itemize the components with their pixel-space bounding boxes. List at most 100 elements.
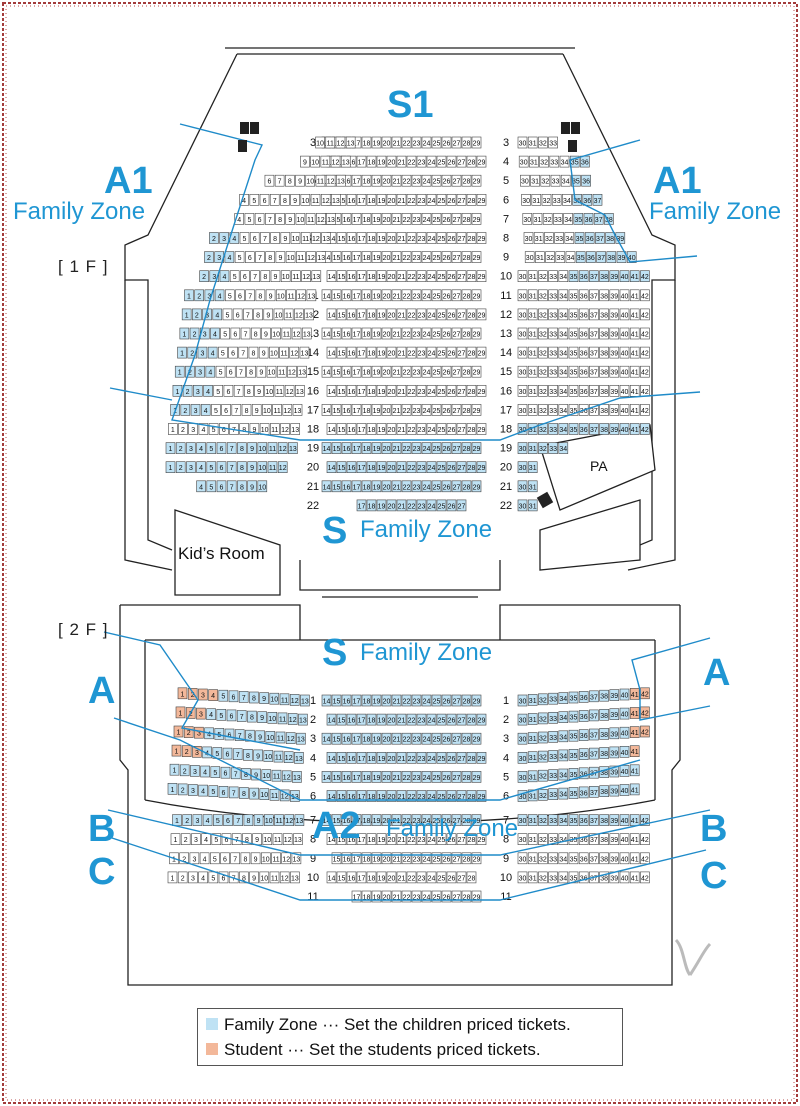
seat[interactable]	[381, 890, 392, 903]
seat[interactable]	[300, 194, 311, 206]
seat[interactable]	[234, 251, 245, 263]
seat[interactable]	[289, 694, 300, 706]
seat[interactable]	[391, 890, 402, 903]
seat[interactable]	[396, 308, 407, 321]
seat[interactable]	[250, 327, 261, 340]
seat[interactable]	[396, 751, 407, 764]
seat[interactable]	[208, 785, 219, 798]
seat[interactable]	[391, 814, 402, 826]
seat[interactable]	[471, 289, 482, 302]
seat[interactable]	[381, 771, 392, 783]
seat[interactable]	[391, 852, 402, 865]
seat[interactable]	[331, 404, 342, 416]
seat[interactable]	[260, 270, 271, 283]
seat[interactable]	[466, 833, 477, 846]
seat[interactable]	[376, 308, 387, 321]
seat[interactable]	[441, 365, 452, 378]
seat[interactable]	[471, 404, 482, 416]
seat[interactable]	[538, 384, 548, 397]
seat[interactable]	[243, 814, 254, 826]
seat[interactable]	[456, 384, 467, 397]
seat[interactable]	[466, 232, 477, 244]
seat[interactable]	[371, 814, 382, 826]
seat[interactable]	[558, 270, 569, 283]
seat[interactable]	[175, 461, 186, 474]
seat[interactable]	[436, 713, 447, 726]
seat[interactable]	[183, 726, 194, 738]
seat[interactable]	[341, 852, 352, 865]
seat[interactable]	[568, 852, 579, 865]
seat[interactable]	[589, 327, 599, 340]
seat[interactable]	[558, 365, 569, 378]
seat[interactable]	[517, 442, 528, 454]
seat[interactable]	[381, 289, 392, 302]
seat[interactable]	[599, 785, 609, 798]
seat[interactable]	[471, 365, 482, 378]
seat[interactable]	[246, 365, 256, 378]
seat[interactable]	[386, 194, 397, 206]
seat[interactable]	[456, 155, 467, 168]
seat[interactable]	[640, 833, 650, 846]
seat[interactable]	[271, 327, 281, 340]
seat[interactable]	[366, 155, 377, 168]
seat[interactable]	[548, 289, 558, 302]
seat[interactable]	[558, 442, 569, 454]
seat[interactable]	[568, 404, 579, 416]
seat[interactable]	[578, 871, 589, 884]
seat[interactable]	[578, 852, 589, 865]
seat[interactable]	[174, 365, 185, 378]
seat[interactable]	[202, 746, 212, 759]
seat[interactable]	[331, 251, 342, 263]
seat[interactable]	[421, 174, 432, 187]
seat[interactable]	[451, 890, 462, 903]
seat[interactable]	[520, 174, 530, 187]
seat[interactable]	[521, 194, 531, 206]
seat[interactable]	[609, 404, 620, 416]
seat[interactable]	[341, 327, 352, 340]
seat[interactable]	[177, 783, 188, 796]
seat[interactable]	[609, 784, 620, 797]
seat[interactable]	[331, 442, 342, 454]
seat[interactable]	[517, 751, 528, 764]
seat[interactable]	[381, 213, 392, 225]
seat[interactable]	[304, 308, 314, 321]
seat[interactable]	[336, 790, 347, 802]
seat[interactable]	[356, 232, 367, 244]
seat[interactable]	[466, 346, 477, 359]
seat[interactable]	[315, 136, 325, 149]
seat[interactable]	[406, 194, 417, 206]
seat[interactable]	[436, 270, 447, 283]
seat[interactable]	[471, 136, 482, 149]
seat[interactable]	[256, 365, 267, 378]
seat[interactable]	[281, 852, 292, 865]
seat[interactable]	[218, 785, 229, 798]
seat[interactable]	[609, 852, 620, 865]
seat[interactable]	[538, 788, 548, 801]
seat[interactable]	[517, 771, 528, 783]
seat[interactable]	[441, 480, 452, 493]
seat[interactable]	[331, 814, 342, 826]
seat[interactable]	[192, 745, 202, 758]
seat[interactable]	[426, 751, 437, 764]
seat[interactable]	[461, 136, 472, 149]
seat[interactable]	[411, 771, 422, 783]
seat[interactable]	[193, 384, 203, 397]
seat[interactable]	[244, 213, 255, 225]
seat[interactable]	[326, 308, 337, 321]
seat[interactable]	[451, 814, 462, 826]
seat[interactable]	[376, 871, 387, 884]
seat[interactable]	[589, 346, 599, 359]
seat[interactable]	[411, 852, 422, 865]
seat[interactable]	[239, 787, 249, 799]
seat[interactable]	[406, 270, 417, 283]
seat[interactable]	[599, 327, 609, 340]
seat[interactable]	[451, 213, 462, 225]
seat[interactable]	[224, 728, 235, 741]
seat[interactable]	[259, 788, 270, 801]
seat[interactable]	[331, 732, 342, 745]
seat[interactable]	[391, 480, 402, 493]
seat[interactable]	[451, 404, 462, 416]
seat[interactable]	[416, 308, 427, 321]
seat[interactable]	[471, 251, 482, 263]
seat[interactable]	[446, 423, 457, 435]
